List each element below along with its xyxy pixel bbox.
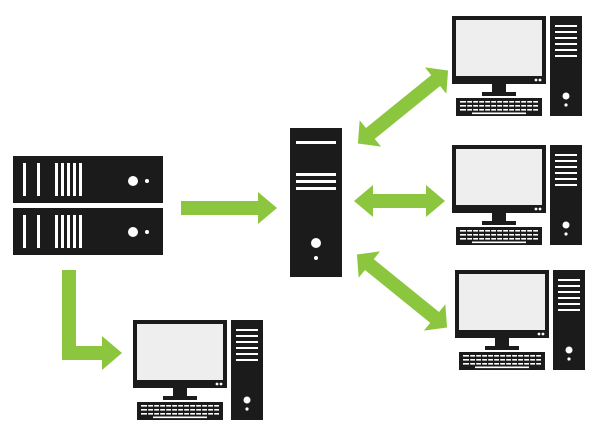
arrow-central-to-top-client bbox=[357, 67, 449, 147]
desktop-computer-icon bbox=[455, 270, 585, 370]
arrow-central-to-bottom-client bbox=[356, 251, 448, 331]
arrow-central-to-middle-client bbox=[354, 185, 445, 217]
rack-server-icon bbox=[13, 156, 163, 255]
connection-arrows bbox=[62, 67, 449, 370]
arrow-rack-to-lower-left-client bbox=[62, 270, 122, 370]
tower-server-icon bbox=[290, 128, 342, 277]
rack-unit-top bbox=[13, 156, 163, 203]
desktop-computer-icon bbox=[452, 145, 582, 245]
desktop-computer-icon bbox=[133, 320, 263, 420]
rack-unit-bottom bbox=[13, 208, 163, 255]
desktop-computer-icon bbox=[452, 16, 582, 116]
arrow-rack-to-central-server bbox=[181, 192, 277, 224]
